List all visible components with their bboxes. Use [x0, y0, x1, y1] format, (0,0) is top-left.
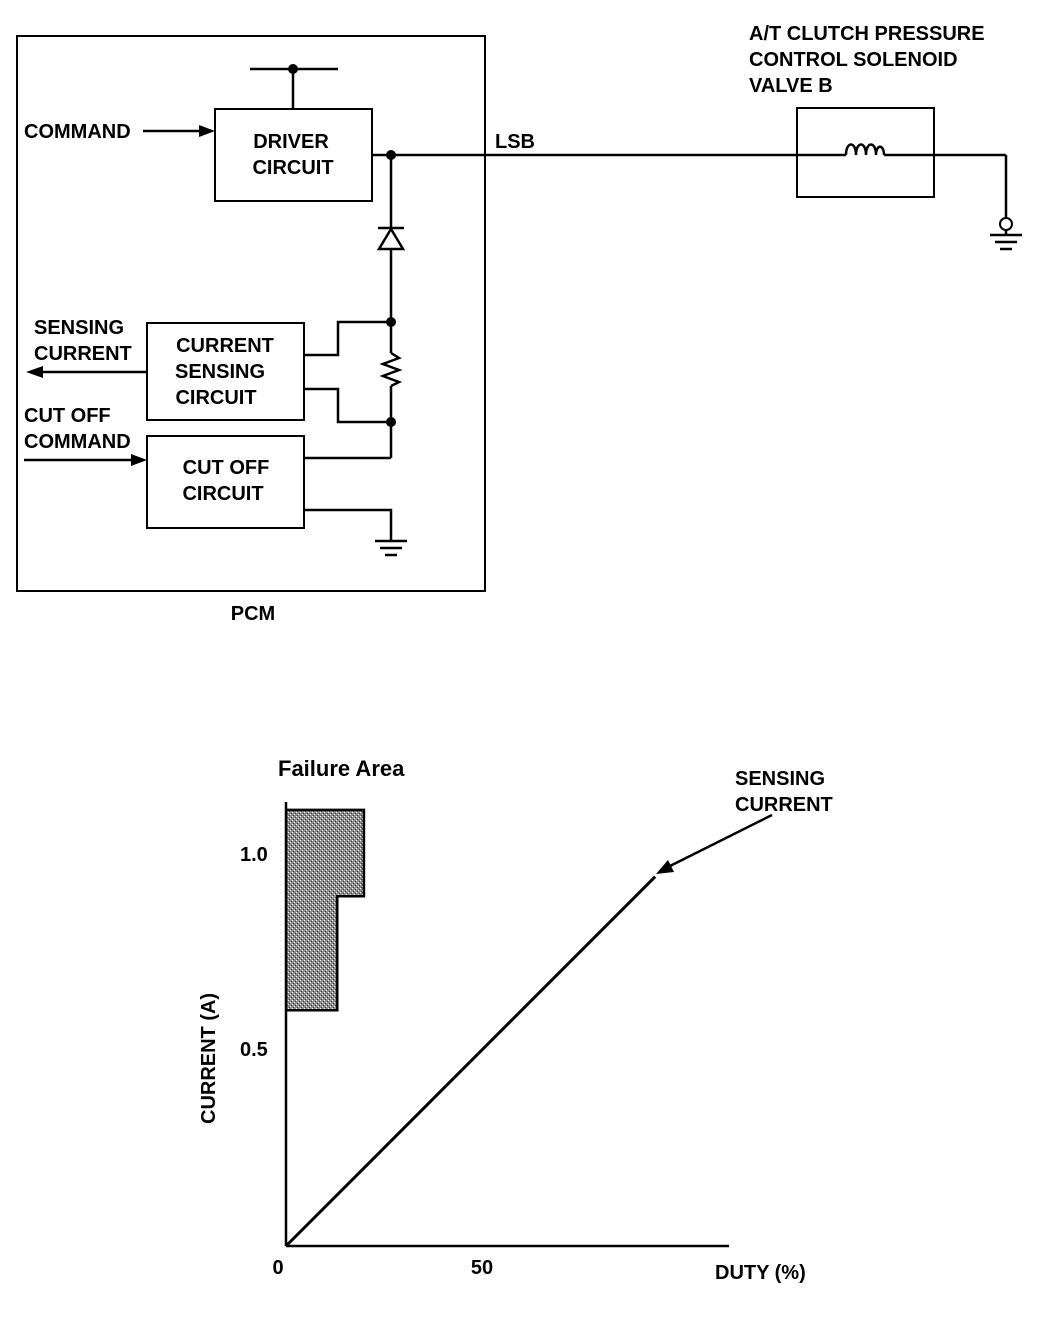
command-arrow-head — [199, 125, 215, 137]
driver-circuit-line-1: DRIVER — [253, 131, 329, 153]
current-sensing-line-2: SENSING — [175, 361, 265, 383]
sensing-current-line — [284, 875, 657, 1248]
cut-off-circuit-line-2: CIRCUIT — [182, 483, 263, 505]
cut-off-command-arrow-head — [131, 454, 147, 466]
failure-area-block-2 — [286, 809, 364, 897]
y-axis-label: CURRENT (A) — [198, 993, 220, 1124]
chart-title: Failure Area — [278, 756, 405, 781]
failure-area-block-1 — [286, 896, 338, 1011]
pcm-box — [16, 35, 486, 592]
ground-terminal-icon — [999, 217, 1013, 231]
lsb-wire-label: LSB — [495, 131, 535, 153]
driver-circuit-line-2: CIRCUIT — [252, 157, 333, 179]
schematic-diagram: PCM A/T CLUTCH PRESSURE CONTROL SOLENOID… — [16, 23, 1022, 625]
pcm-ground-icon — [375, 539, 407, 557]
sensing-current-arrow-head — [26, 366, 43, 378]
cut-off-ground-wire — [304, 508, 393, 540]
sensing-current-label-line-1: SENSING — [34, 317, 124, 339]
y-tick-label-0.5: 0.5 — [240, 1039, 268, 1061]
current-sensing-circuit-box — [146, 322, 305, 421]
sensing-current-annotation-line-2: CURRENT — [735, 794, 833, 816]
sense-wire-upper — [304, 320, 391, 357]
sensing-current-annotation-line-1: SENSING — [735, 768, 825, 790]
driver-circuit-box — [214, 108, 373, 202]
cut-off-command-label-line-1: CUT OFF — [24, 405, 111, 427]
current-sensing-line-1: CURRENT — [176, 335, 274, 357]
command-label: COMMAND — [24, 121, 131, 143]
diode-icon — [376, 226, 406, 251]
annotation-arrow-head — [656, 860, 674, 874]
pcm-label: PCM — [231, 603, 275, 625]
sense-wire-lower — [304, 387, 391, 424]
solenoid-title-line-2: CONTROL SOLENOID — [749, 49, 958, 71]
failure-area-chart: Failure Area 1.0 0.5 0 50 DUTY (%) CURRE… — [198, 756, 833, 1284]
failure-area-layer — [286, 808, 366, 1012]
x-axis-label: DUTY (%) — [715, 1262, 806, 1284]
current-sensing-line-3: CIRCUIT — [175, 387, 256, 409]
cut-off-circuit-line-1: CUT OFF — [183, 457, 270, 479]
cut-off-command-label-line-2: COMMAND — [24, 431, 131, 453]
solenoid-title-line-1: A/T CLUTCH PRESSURE — [749, 23, 985, 45]
failure-area-outline — [286, 808, 366, 1012]
series-layer — [284, 875, 657, 1248]
annotation-leader-line — [667, 813, 773, 869]
solenoid-coil-icon — [844, 143, 886, 156]
cut-off-circuit-box — [146, 435, 305, 529]
x-tick-label-0: 0 — [272, 1257, 283, 1279]
solenoid-title-line-3: VALVE B — [749, 75, 833, 97]
sensing-current-label-line-2: CURRENT — [34, 343, 132, 365]
x-tick-label-50: 50 — [471, 1257, 493, 1279]
shunt-resistor-icon — [379, 351, 403, 388]
solenoid-ground-icon — [990, 230, 1022, 251]
y-tick-label-1.0: 1.0 — [240, 844, 268, 866]
